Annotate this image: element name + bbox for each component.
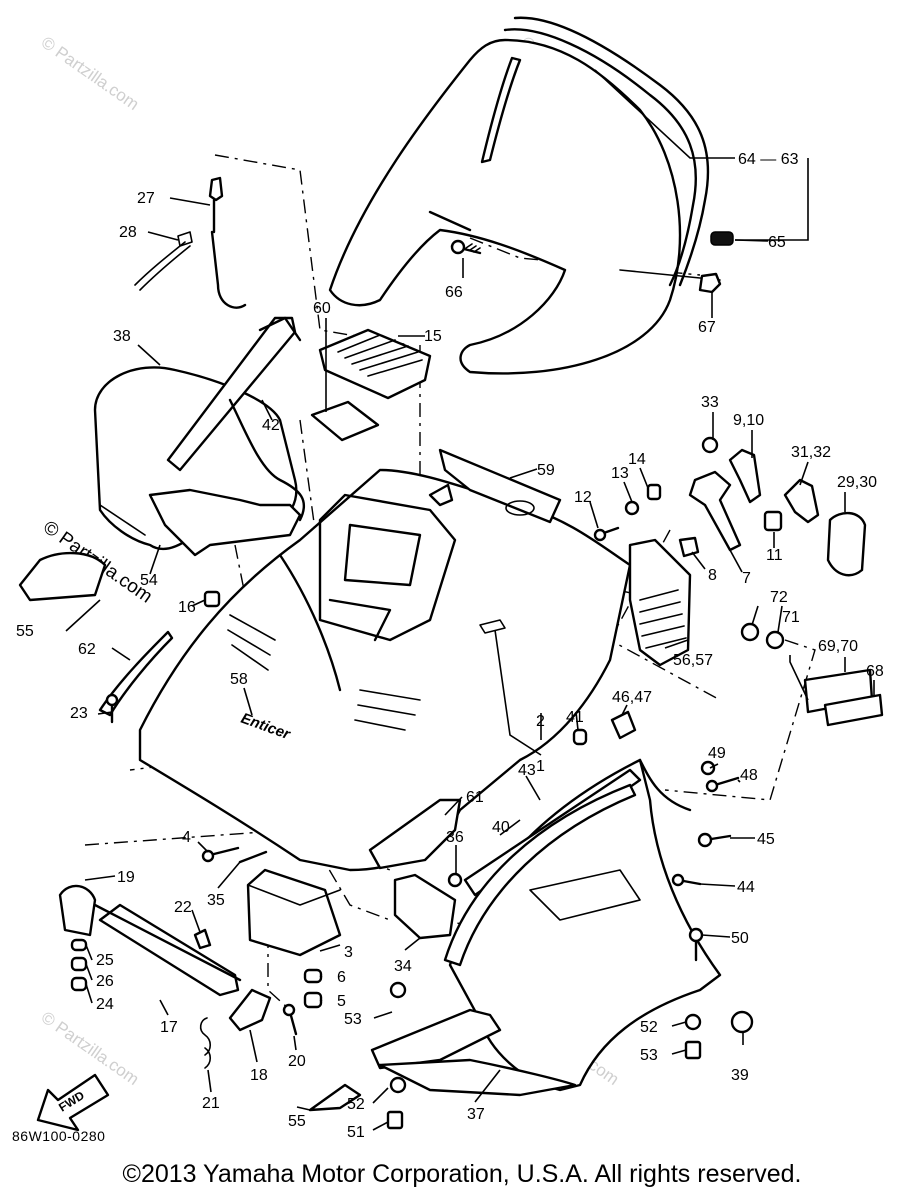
callout-53-left: 53 — [344, 1011, 362, 1028]
drawing-code: 86W100-0280 — [12, 1128, 106, 1144]
callout-64-63: 64 — 63 — [738, 151, 799, 168]
callout-20: 20 — [288, 1053, 306, 1070]
callout-16: 16 — [178, 599, 196, 616]
callout-1: 1 — [536, 758, 545, 775]
callout-33: 33 — [701, 394, 719, 411]
callout-38: 38 — [113, 328, 131, 345]
callout-55-lower: 55 — [288, 1113, 306, 1130]
callout-59: 59 — [537, 462, 555, 479]
callout-25: 25 — [96, 952, 114, 969]
callout-62: 62 — [78, 641, 96, 658]
fwd-arrow: FWD — [36, 1073, 110, 1132]
callout-3: 3 — [344, 944, 353, 961]
callouts: 64 — 63 65 66 67 27 28 38 42 15 60 33 9,… — [16, 151, 884, 1141]
watermark: © Partzilla.com — [38, 1008, 143, 1089]
callout-2: 2 — [536, 713, 545, 730]
callout-15: 15 — [424, 328, 442, 345]
callout-17: 17 — [160, 1019, 178, 1036]
callout-26: 26 — [96, 973, 114, 990]
callout-48: 48 — [740, 767, 758, 784]
main-hood: Enticer — [138, 448, 632, 872]
callout-23: 23 — [70, 705, 88, 722]
callout-14: 14 — [628, 451, 646, 468]
callout-49: 49 — [708, 745, 726, 762]
callout-27: 27 — [137, 190, 155, 207]
callout-52-lower: 52 — [347, 1096, 365, 1113]
side-panel — [18, 316, 306, 717]
callout-11: 11 — [766, 547, 783, 564]
callout-52-right: 52 — [640, 1019, 658, 1036]
callout-41: 41 — [566, 709, 584, 726]
callout-31-32: 31,32 — [791, 444, 831, 461]
callout-61: 61 — [466, 789, 484, 806]
callout-66: 66 — [445, 284, 463, 301]
callout-65: 65 — [768, 234, 786, 251]
callout-13: 13 — [611, 465, 629, 482]
callout-4: 4 — [182, 829, 191, 846]
callout-46-47: 46,47 — [612, 689, 652, 706]
callout-54: 54 — [140, 572, 158, 589]
callout-55-upper: 55 — [16, 623, 34, 640]
callout-71: 71 — [782, 609, 800, 626]
callout-29-30: 29,30 — [837, 474, 877, 491]
callout-34: 34 — [394, 958, 412, 975]
callout-6: 6 — [337, 969, 346, 986]
cable-assembly — [134, 176, 247, 309]
lower-left-parts — [58, 693, 457, 1112]
bracket-cluster — [593, 436, 884, 727]
callout-44: 44 — [737, 879, 755, 896]
callout-24: 24 — [96, 996, 114, 1013]
callout-72: 72 — [770, 589, 788, 606]
callout-56-57: 56,57 — [673, 652, 713, 669]
callout-12: 12 — [574, 489, 592, 506]
callout-9-10: 9,10 — [733, 412, 764, 429]
windshield — [328, 16, 734, 375]
callout-42: 42 — [262, 417, 280, 434]
callout-19: 19 — [117, 869, 135, 886]
leader-lines — [65, 69, 875, 1131]
watermark: © Partzilla.com — [38, 33, 143, 114]
callout-36: 36 — [446, 829, 464, 846]
callout-35: 35 — [207, 892, 225, 909]
callout-22: 22 — [174, 899, 192, 916]
clip-icon — [710, 231, 734, 246]
callout-40: 40 — [492, 819, 510, 836]
callout-28: 28 — [119, 224, 137, 241]
copyright-notice: ©2013 Yamaha Motor Corporation, U.S.A. A… — [122, 1160, 802, 1188]
callout-69-70: 69,70 — [818, 638, 858, 655]
callout-18: 18 — [250, 1067, 268, 1084]
callout-8: 8 — [708, 567, 717, 584]
callout-51: 51 — [347, 1124, 365, 1141]
callout-21: 21 — [202, 1095, 220, 1112]
callout-50: 50 — [731, 930, 749, 947]
callout-5: 5 — [337, 993, 346, 1010]
callout-68: 68 — [866, 663, 884, 680]
callout-39: 39 — [731, 1067, 749, 1084]
callout-37: 37 — [467, 1106, 485, 1123]
callout-53-right: 53 — [640, 1047, 658, 1064]
callout-60: 60 — [313, 300, 331, 317]
vent-grille — [310, 328, 432, 442]
callout-67: 67 — [698, 319, 716, 336]
callout-43: 43 — [518, 762, 536, 779]
callout-58: 58 — [230, 671, 248, 688]
callout-7: 7 — [742, 570, 751, 587]
lower-right-panel — [370, 710, 754, 1130]
callout-45: 45 — [757, 831, 775, 848]
